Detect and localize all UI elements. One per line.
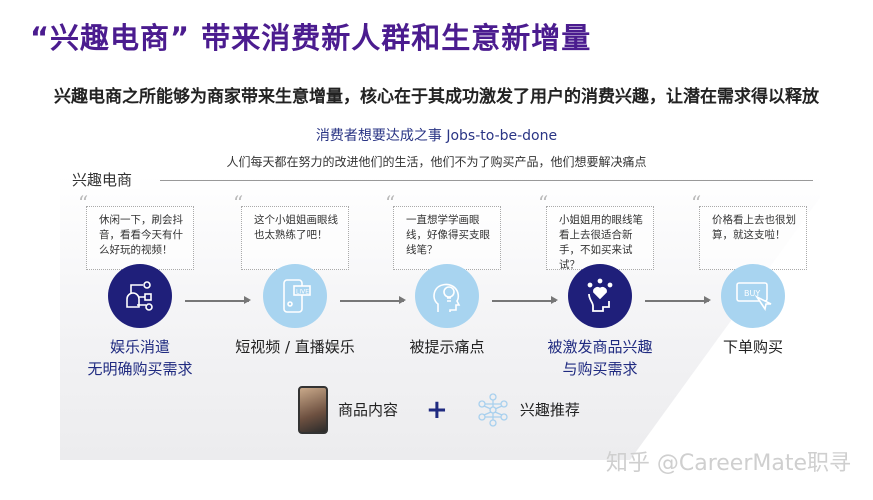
heart-head-icon <box>568 264 632 328</box>
jobs-note: 人们每天都在努力的改进他们的生活，他们不为了购买产品，他们想要解决痛点 <box>226 155 647 169</box>
jobs-title: 消费者想要达成之事 Jobs-to-be-done <box>315 128 558 144</box>
arrow-icon <box>185 297 251 303</box>
bottom-formula: 商品内容 + 兴趣推荐 <box>298 386 580 434</box>
arrow-icon <box>340 297 406 303</box>
step-1: “ 休闲一下，刷会抖音，看看今天有什么好玩的视频！ 娱乐消遣无明确购买需求 <box>65 193 215 380</box>
svg-text:BUY: BUY <box>744 289 760 298</box>
section-label: 兴趣电商 <box>72 171 141 189</box>
quote-mark-icon: “ <box>538 191 549 215</box>
recommend-label: 兴趣推荐 <box>519 401 580 419</box>
live-phone-icon: LIVE <box>263 264 327 328</box>
quote-mark-icon: “ <box>385 191 396 215</box>
phone-content-image <box>298 386 328 434</box>
step-label: 被激发商品兴趣与购买需求 <box>547 338 653 378</box>
quote-bubble: “ 这个小姐姐画眼线也太熟练了吧！ <box>233 193 349 270</box>
slide-subtitle: 兴趣电商之所能够为商家带来生意增量，核心在于其成功激发了用户的消费兴趣，让潜在需… <box>54 87 819 107</box>
quote-bubble: “ 休闲一下，刷会抖音，看看今天有什么好玩的视频！ <box>78 193 194 270</box>
step-3: “ 一直想学学画眼线，好像得买支眼线笔？ 被提示痛点 <box>372 193 522 358</box>
step-label: 娱乐消遣无明确购买需求 <box>87 338 193 378</box>
content-label: 商品内容 <box>338 401 399 419</box>
step-label: 下单购买 <box>722 338 783 356</box>
arrow-icon <box>492 297 558 303</box>
buy-click-icon: BUY <box>721 264 785 328</box>
quote-text: 休闲一下，刷会抖音，看看今天有什么好玩的视频！ <box>99 214 183 256</box>
step-4: “ 小姐姐用的眼线笔看上去很适合新手，不如买来试试？ 被激发商品兴趣与购买需求 <box>525 193 675 380</box>
quote-mark-icon: “ <box>233 191 244 215</box>
quote-mark-icon: “ <box>691 191 702 215</box>
quote-bubble: “ 价格看上去也很划算，就这支啦！ <box>691 193 807 270</box>
quote-text: 一直想学学画眼线，好像得买支眼线笔？ <box>406 214 490 256</box>
network-icon <box>478 393 508 427</box>
plus-icon: + <box>426 395 448 425</box>
quote-bubble: “ 一直想学学画眼线，好像得买支眼线笔？ <box>385 193 501 270</box>
head-lightbulb-icon <box>415 264 479 328</box>
quote-text: 这个小姐姐画眼线也太熟练了吧！ <box>254 214 338 241</box>
quote-bubble: “ 小姐姐用的眼线笔看上去很适合新手，不如买来试试？ <box>538 193 654 271</box>
svg-text:LIVE: LIVE <box>296 289 309 296</box>
step-2: “ 这个小姐姐画眼线也太熟练了吧！ LIVE 短视频 / 直播娱乐 <box>220 193 370 358</box>
quote-text: 价格看上去也很划算，就这支啦！ <box>712 214 796 241</box>
quote-text: 小姐姐用的眼线笔看上去很适合新手，不如买来试试？ <box>559 214 643 271</box>
quote-mark-icon: “ <box>78 191 89 215</box>
step-5: “ 价格看上去也很划算，就这支啦！ BUY 下单购买 <box>678 193 828 358</box>
watermark: 知乎 @CareerMate职寻 <box>605 451 851 476</box>
section-divider <box>160 180 813 181</box>
step-label: 被提示痛点 <box>409 338 485 356</box>
arrow-icon <box>645 297 711 303</box>
step-label: 短视频 / 直播娱乐 <box>235 338 355 356</box>
entertainment-icon <box>108 264 172 328</box>
slide-title: “兴趣电商” 带来消费新人群和生意新增量 <box>30 21 592 55</box>
